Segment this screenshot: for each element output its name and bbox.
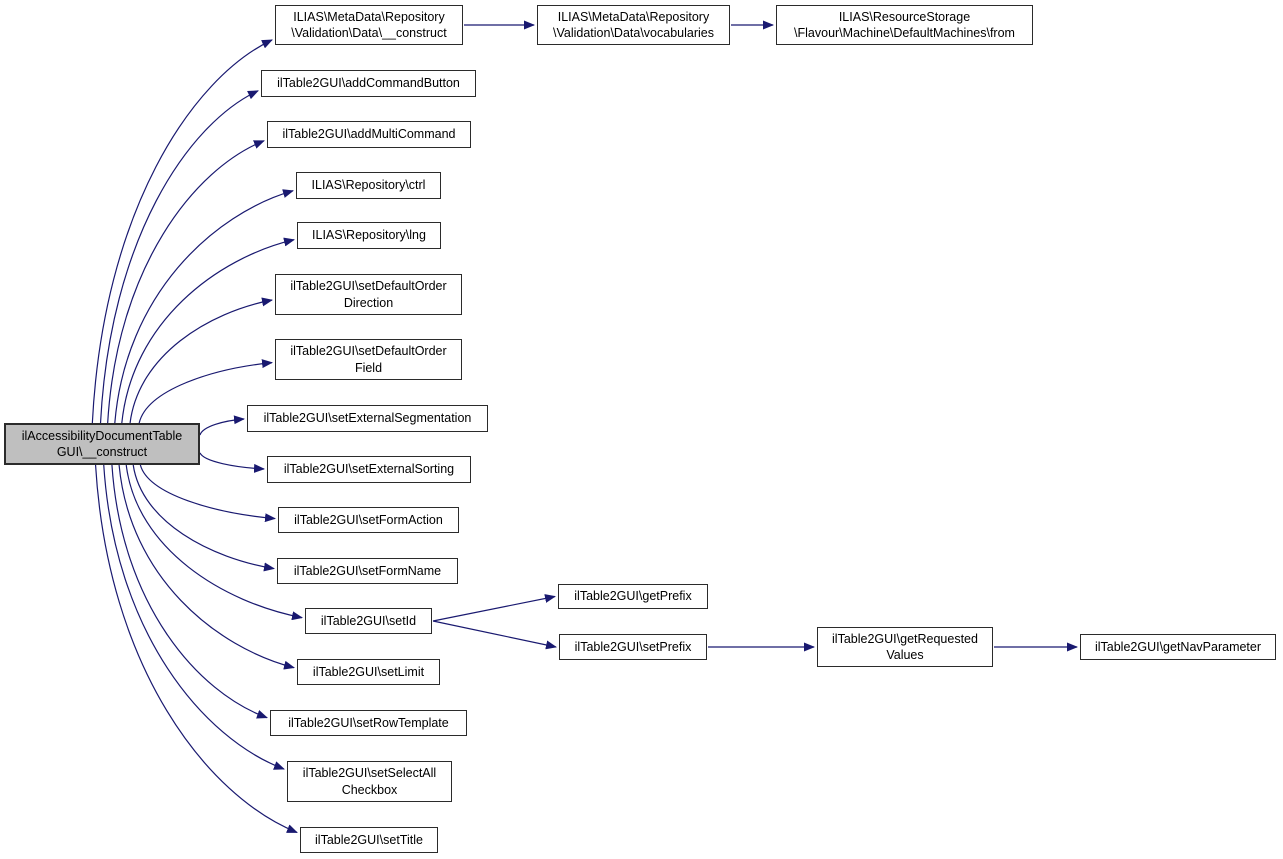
node-setformname[interactable]: ilTable2GUI\setFormName bbox=[277, 558, 458, 584]
graph-edge bbox=[111, 464, 268, 719]
node-defaultmachines-from[interactable]: ILIAS\ResourceStorage \Flavour\Machine\D… bbox=[776, 5, 1033, 45]
node-addcommandbutton[interactable]: ilTable2GUI\addCommandButton bbox=[261, 70, 476, 97]
node-setselectallcheckbox[interactable]: ilTable2GUI\setSelectAll Checkbox bbox=[287, 761, 452, 802]
node-metadata-validation-data-vocabularies[interactable]: ILIAS\MetaData\Repository \Validation\Da… bbox=[537, 5, 730, 45]
graph-edge bbox=[118, 464, 295, 670]
graph-edge bbox=[91, 39, 273, 424]
graph-edge bbox=[121, 237, 295, 424]
graph-edge bbox=[94, 464, 298, 834]
node-getrequestedvalues[interactable]: ilTable2GUI\getRequested Values bbox=[817, 627, 993, 667]
graph-edge bbox=[432, 594, 556, 622]
graph-edge bbox=[132, 464, 275, 572]
graph-edge bbox=[199, 415, 245, 436]
graph-edge bbox=[99, 90, 259, 424]
graph-edge bbox=[107, 140, 265, 424]
node-setdefaultorderdirection[interactable]: ilTable2GUI\setDefaultOrder Direction bbox=[275, 274, 462, 315]
node-repository-lng[interactable]: ILIAS\Repository\lng bbox=[297, 222, 441, 249]
node-settitle[interactable]: ilTable2GUI\setTitle bbox=[300, 827, 438, 853]
node-setid[interactable]: ilTable2GUI\setId bbox=[305, 608, 432, 634]
node-setformaction[interactable]: ilTable2GUI\setFormAction bbox=[278, 507, 459, 533]
graph-edge bbox=[114, 189, 294, 424]
node-setrowtemplate[interactable]: ilTable2GUI\setRowTemplate bbox=[270, 710, 467, 736]
graph-edge bbox=[199, 452, 265, 473]
graph-edge bbox=[103, 464, 285, 770]
node-setexternalsorting[interactable]: ilTable2GUI\setExternalSorting bbox=[267, 456, 471, 483]
graph-edge bbox=[125, 464, 303, 621]
graph-edge bbox=[432, 620, 557, 650]
node-getprefix[interactable]: ilTable2GUI\getPrefix bbox=[558, 584, 708, 609]
node-getnavparameter[interactable]: ilTable2GUI\getNavParameter bbox=[1080, 634, 1276, 660]
node-repository-ctrl[interactable]: ILIAS\Repository\ctrl bbox=[296, 172, 441, 199]
node-setexternalsegmentation[interactable]: ilTable2GUI\setExternalSegmentation bbox=[247, 405, 488, 432]
node-addmulticommand[interactable]: ilTable2GUI\addMultiCommand bbox=[267, 121, 471, 148]
graph-edge bbox=[139, 464, 276, 523]
node-setlimit[interactable]: ilTable2GUI\setLimit bbox=[297, 659, 440, 685]
node-setprefix[interactable]: ilTable2GUI\setPrefix bbox=[559, 634, 707, 660]
node-metadata-validation-data-construct[interactable]: ILIAS\MetaData\Repository \Validation\Da… bbox=[275, 5, 463, 45]
node-ilaccessibilitydocumenttablegui-construct[interactable]: ilAccessibilityDocumentTable GUI\__const… bbox=[4, 423, 200, 465]
node-setdefaultorderfield[interactable]: ilTable2GUI\setDefaultOrder Field bbox=[275, 339, 462, 380]
